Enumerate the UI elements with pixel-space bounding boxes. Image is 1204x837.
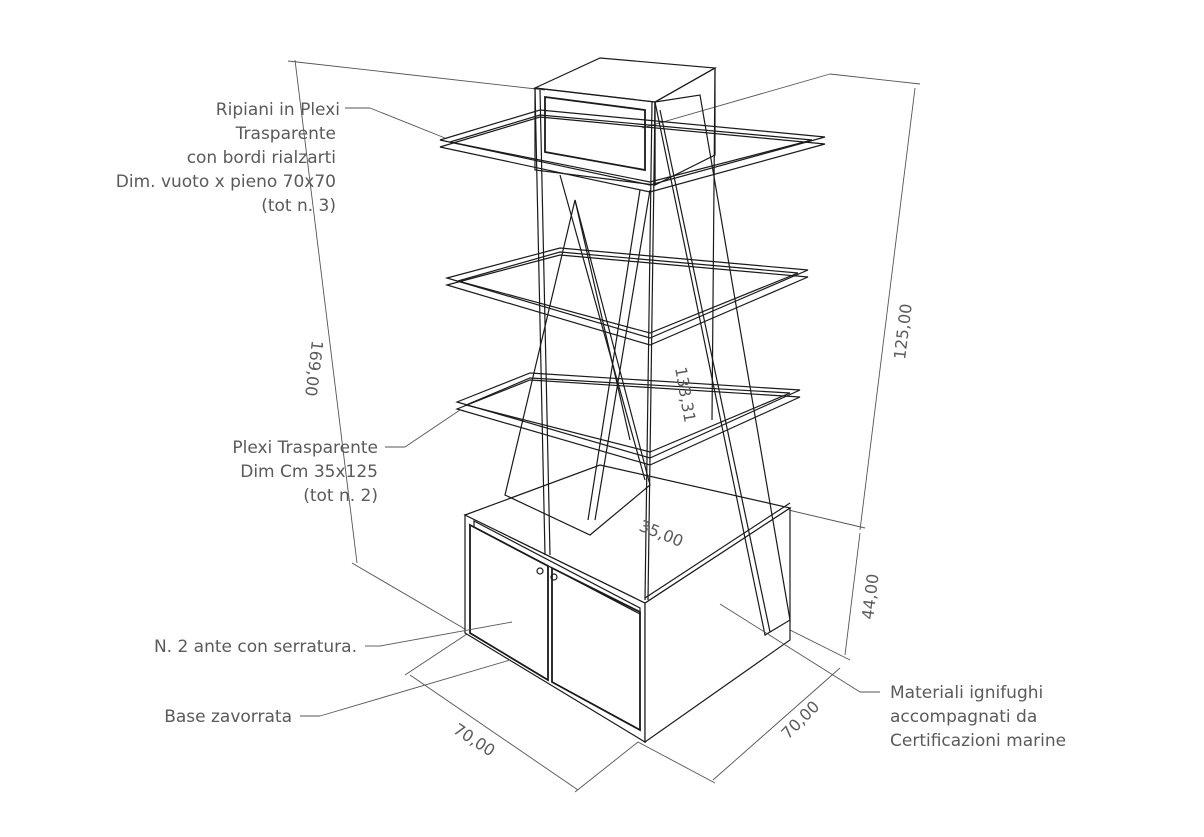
doors-label: N. 2 ante con serratura.: [154, 637, 357, 657]
dim-upper-height: 125,00: [890, 303, 916, 361]
central-column: [504, 57, 791, 636]
materials-label-line2: accompagnati da: [890, 707, 1037, 727]
materials-label-line1: Materiali ignifughi: [890, 683, 1043, 703]
annotation-leaders: [300, 107, 880, 717]
shelves-label-line1: Ripiani in Plexi: [216, 100, 340, 120]
base-label: Base zavorrata: [164, 707, 292, 727]
plexi-label-line3: (tot n. 2): [303, 486, 378, 506]
shelves-label-line4: Dim. vuoto x pieno 70x70: [116, 172, 336, 192]
dim-base-width-left: 70,00: [450, 719, 499, 760]
dim-diagonal: 133,31: [671, 365, 699, 423]
door-lock-right: [550, 573, 558, 581]
base-cabinet: [463, 464, 792, 744]
dim-total-height: 169,00: [301, 340, 327, 398]
shelves-label-line5: (tot n. 3): [261, 196, 336, 216]
shelves: [439, 109, 826, 466]
materials-label-line3: Certificazioni marine: [890, 731, 1066, 751]
shelves-label-line3: con bordi rialzarti: [187, 148, 336, 168]
annotation-shelves: Ripiani in Plexi Trasparente con bordi r…: [116, 100, 340, 216]
dim-base-width-right: 70,00: [777, 697, 823, 743]
annotation-plexi: Plexi Trasparente Dim Cm 35x125 (tot n. …: [232, 438, 378, 506]
annotation-materials: Materiali ignifughi accompagnati da Cert…: [890, 683, 1066, 751]
shelves-label-line2: Trasparente: [235, 124, 336, 144]
door-lock-left: [536, 567, 544, 575]
plexi-label-line2: Dim Cm 35x125: [240, 462, 378, 482]
plexi-label-line1: Plexi Trasparente: [232, 438, 378, 458]
dim-base-height: 44,00: [858, 573, 882, 621]
